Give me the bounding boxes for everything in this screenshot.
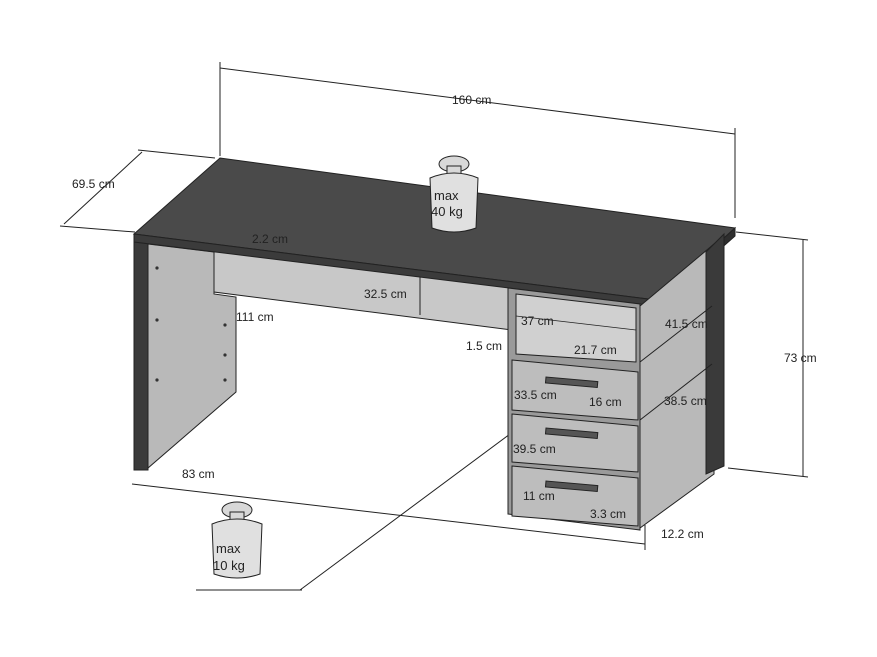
width-dimension-line [219, 67, 736, 135]
open-shelf-depth-label: 41.5 cm [665, 317, 708, 331]
drawer-height-label: 16 cm [589, 395, 622, 409]
drawer-weight-label: 10 kg [213, 558, 245, 573]
depth-label: 69.5 cm [72, 177, 115, 191]
weight-icon-top [429, 155, 479, 233]
dimension-lines [59, 62, 809, 591]
weight-icon-drawer [211, 501, 263, 579]
handle-2-icon [544, 427, 599, 440]
length-dimension-line [131, 483, 646, 545]
depth-dimension-line [63, 151, 143, 225]
open-shelf [515, 293, 637, 363]
top-max-label: max [434, 188, 459, 203]
diagonal-guide-line [299, 433, 511, 591]
drawer-3 [511, 465, 639, 527]
left-panel-edge [133, 239, 149, 471]
depth-extension-bottom [59, 225, 136, 233]
apron-height-label: 32.5 cm [364, 287, 407, 301]
left-panel-holes [155, 266, 227, 382]
apron-gap-label: 2.2 cm [252, 232, 288, 246]
drawer-gap-label: 3.3 cm [590, 507, 626, 521]
height-extension-top [735, 231, 809, 241]
drawer-inner-width-label: 39.5 cm [513, 442, 556, 456]
depth-extension-top [137, 149, 216, 159]
drawer-handles [544, 376, 599, 493]
height-extension-bottom [727, 467, 809, 478]
drawer-depth-label: 38.5 cm [664, 394, 707, 408]
shelf-thickness-label: 1.5 cm [466, 339, 502, 353]
plinth-label: 12.2 cm [661, 527, 704, 541]
drawer-1 [511, 359, 639, 421]
labels: 160 cm 69.5 cm 73 cm 2.2 cm 32.5 cm 111 … [72, 93, 817, 573]
drawer-max-label: max [216, 541, 241, 556]
knee-width-label: 111 cm [236, 310, 274, 324]
open-shelf-width-label: 37 cm [521, 314, 554, 328]
drawer-handle-label: 11 cm [523, 489, 555, 503]
drawer-2 [511, 413, 639, 473]
leg-depth-label: 83 cm [182, 467, 215, 481]
open-shelf-height-label: 21.7 cm [574, 343, 617, 357]
width-label: 160 cm [452, 93, 491, 107]
top-weight-label: 40 kg [431, 204, 463, 219]
drawer-width-label: 33.5 cm [514, 388, 557, 402]
height-label: 73 cm [784, 351, 817, 365]
handle-1-icon [544, 376, 599, 389]
handle-3-icon [544, 480, 599, 493]
pedestal-back-edge [705, 232, 725, 475]
